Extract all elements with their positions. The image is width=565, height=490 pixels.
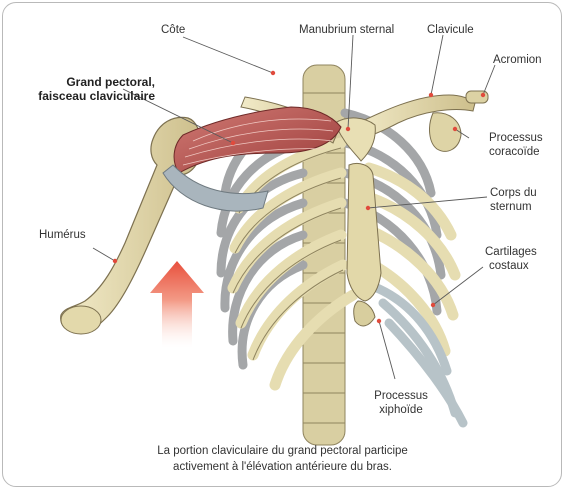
label-cote: Côte [161,23,185,37]
label-corps-sternum-line2: sternum [490,200,532,214]
elevation-arrow [150,261,204,348]
label-grand-pectoral-line1: Grand pectoral, [55,75,155,89]
label-humerus: Humérus [39,228,86,242]
label-manubrium-sternal: Manubrium sternal [299,23,394,37]
caption-line-1: La portion claviculaire du grand pectora… [0,443,565,459]
label-cartilages-line1: Cartilages [485,245,537,259]
label-processus-xiphoide-line1: Processus [371,389,431,403]
label-acromion: Acromion [493,53,542,67]
coracoid-process [430,113,461,152]
label-corps-sternum-line1: Corps du [490,186,537,200]
label-processus-xiphoide-line2: xiphoïde [371,403,431,417]
label-processus-coracoide-line1: Processus [489,131,543,145]
label-grand-pectoral-line2: faisceau claviculaire [25,89,155,103]
figure-caption: La portion claviculaire du grand pectora… [0,443,565,475]
label-processus-coracoide-line2: coracoïde [489,145,540,159]
caption-line-2: activement à l'élévation antérieure du b… [0,459,565,475]
label-clavicule: Clavicule [427,23,474,37]
label-cartilages-line2: costaux [489,259,529,273]
